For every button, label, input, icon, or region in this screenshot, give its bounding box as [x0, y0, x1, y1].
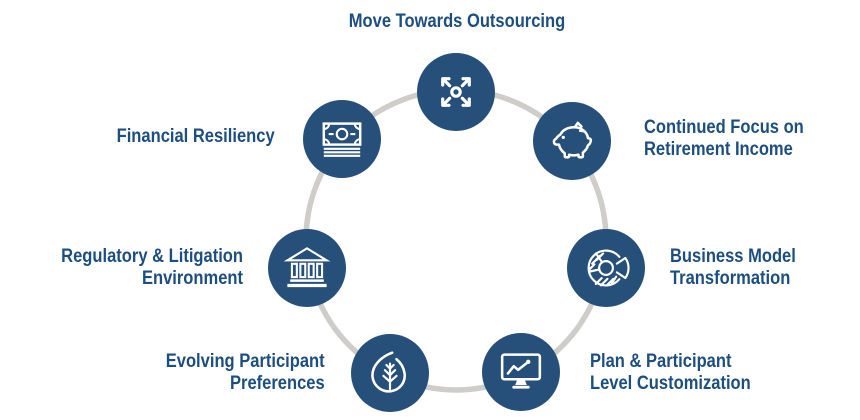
expand-arrows-icon — [428, 64, 484, 120]
label-continued-focus-retirement-income: Continued Focus on Retirement Income — [644, 117, 804, 160]
label-plan-participant-level-customization: Plan & Participant Level Customization — [590, 351, 751, 394]
node-business-model-transformation — [567, 229, 645, 307]
node-plan-participant-level-customization — [482, 333, 560, 411]
leaf-icon — [361, 344, 419, 402]
label-business-model-transformation: Business Model Transformation — [670, 246, 796, 289]
label-regulatory-litigation-environment: Regulatory & Litigation Environment — [61, 246, 243, 289]
bank-building-icon — [279, 240, 335, 296]
label-move-towards-outsourcing: Move Towards Outsourcing — [348, 11, 566, 32]
node-financial-resiliency — [303, 100, 381, 178]
node-evolving-participant-preferences — [351, 334, 429, 412]
label-financial-resiliency: Financial Resiliency — [116, 126, 275, 147]
node-move-towards-outsourcing — [417, 53, 495, 131]
node-continued-focus-retirement-income — [533, 102, 611, 180]
node-regulatory-litigation-environment — [268, 229, 346, 307]
label-evolving-participant-preferences: Evolving Participant Preferences — [166, 351, 325, 394]
piggy-bank-icon — [543, 112, 601, 170]
donut-chart-icon — [577, 239, 635, 297]
money-icon — [314, 111, 370, 167]
monitor-chart-icon — [492, 343, 550, 401]
